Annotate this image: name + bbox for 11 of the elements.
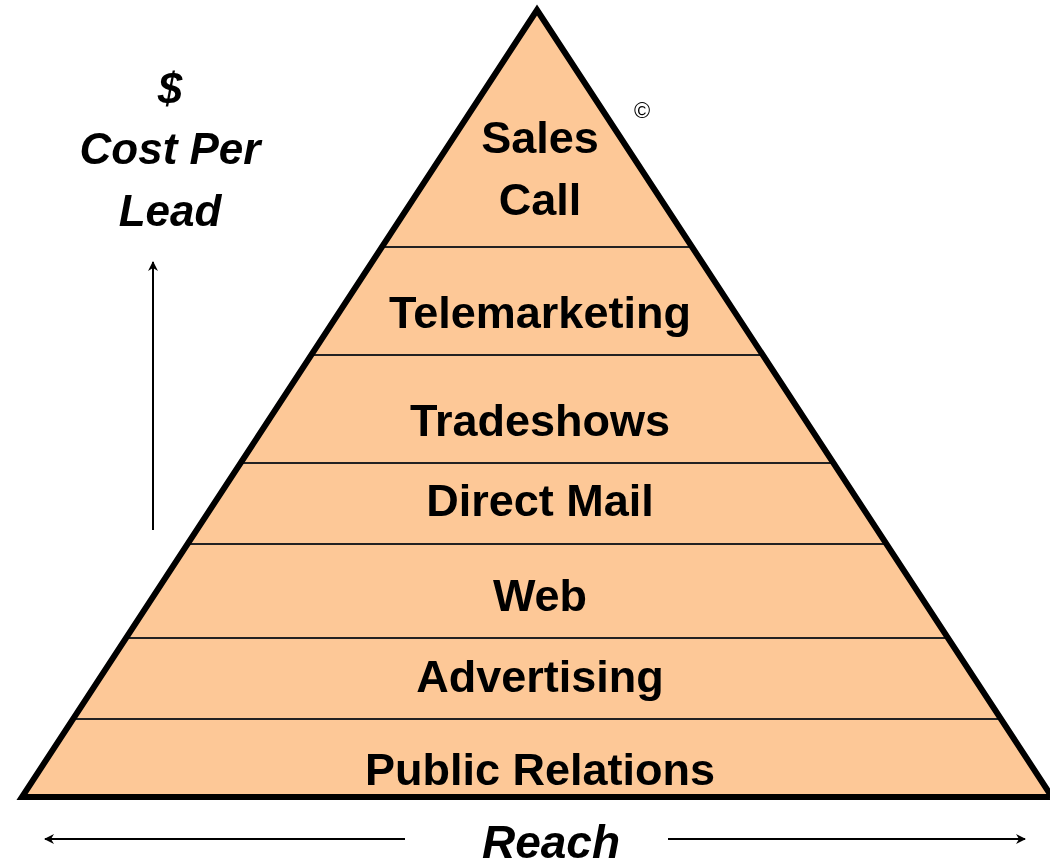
axis-label: Reach (480, 815, 622, 862)
axis-label: Cost Per Lead (78, 123, 264, 237)
tier-label: Web (491, 569, 589, 623)
tier-label: Sales Call (480, 111, 600, 227)
tier-label: Direct Mail (425, 474, 655, 528)
axis-label: $ (156, 63, 184, 115)
tier-label: Telemarketing (388, 286, 692, 340)
tier-label: Public Relations (363, 743, 717, 797)
tier-label: Advertising (415, 650, 665, 704)
tier-label: Tradeshows (408, 394, 672, 448)
copyright-mark: © (632, 97, 652, 125)
